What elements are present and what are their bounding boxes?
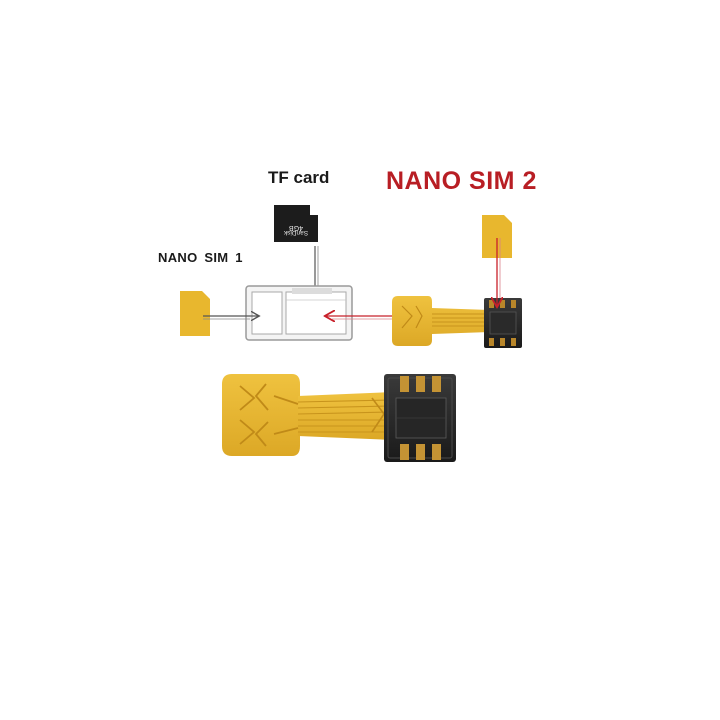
tf-card-label: TF card <box>268 168 330 187</box>
large-adapter-icon <box>222 374 456 462</box>
nano-sim-1-label: NANO SIM 1 <box>158 250 243 265</box>
nano-sim-1-icon <box>180 291 210 336</box>
nano-sim-2-icon <box>482 215 512 258</box>
nano-sim-2-label: NANO SIM 2 <box>386 167 537 195</box>
sim-tray-icon <box>245 285 353 341</box>
card-brand-text: SanDisk <box>283 229 308 236</box>
tf-card-icon: 4GB SanDisk <box>274 205 318 242</box>
small-adapter-icon <box>392 296 522 348</box>
card-capacity-text: 4GB <box>289 224 303 231</box>
pad-traces <box>239 383 299 447</box>
